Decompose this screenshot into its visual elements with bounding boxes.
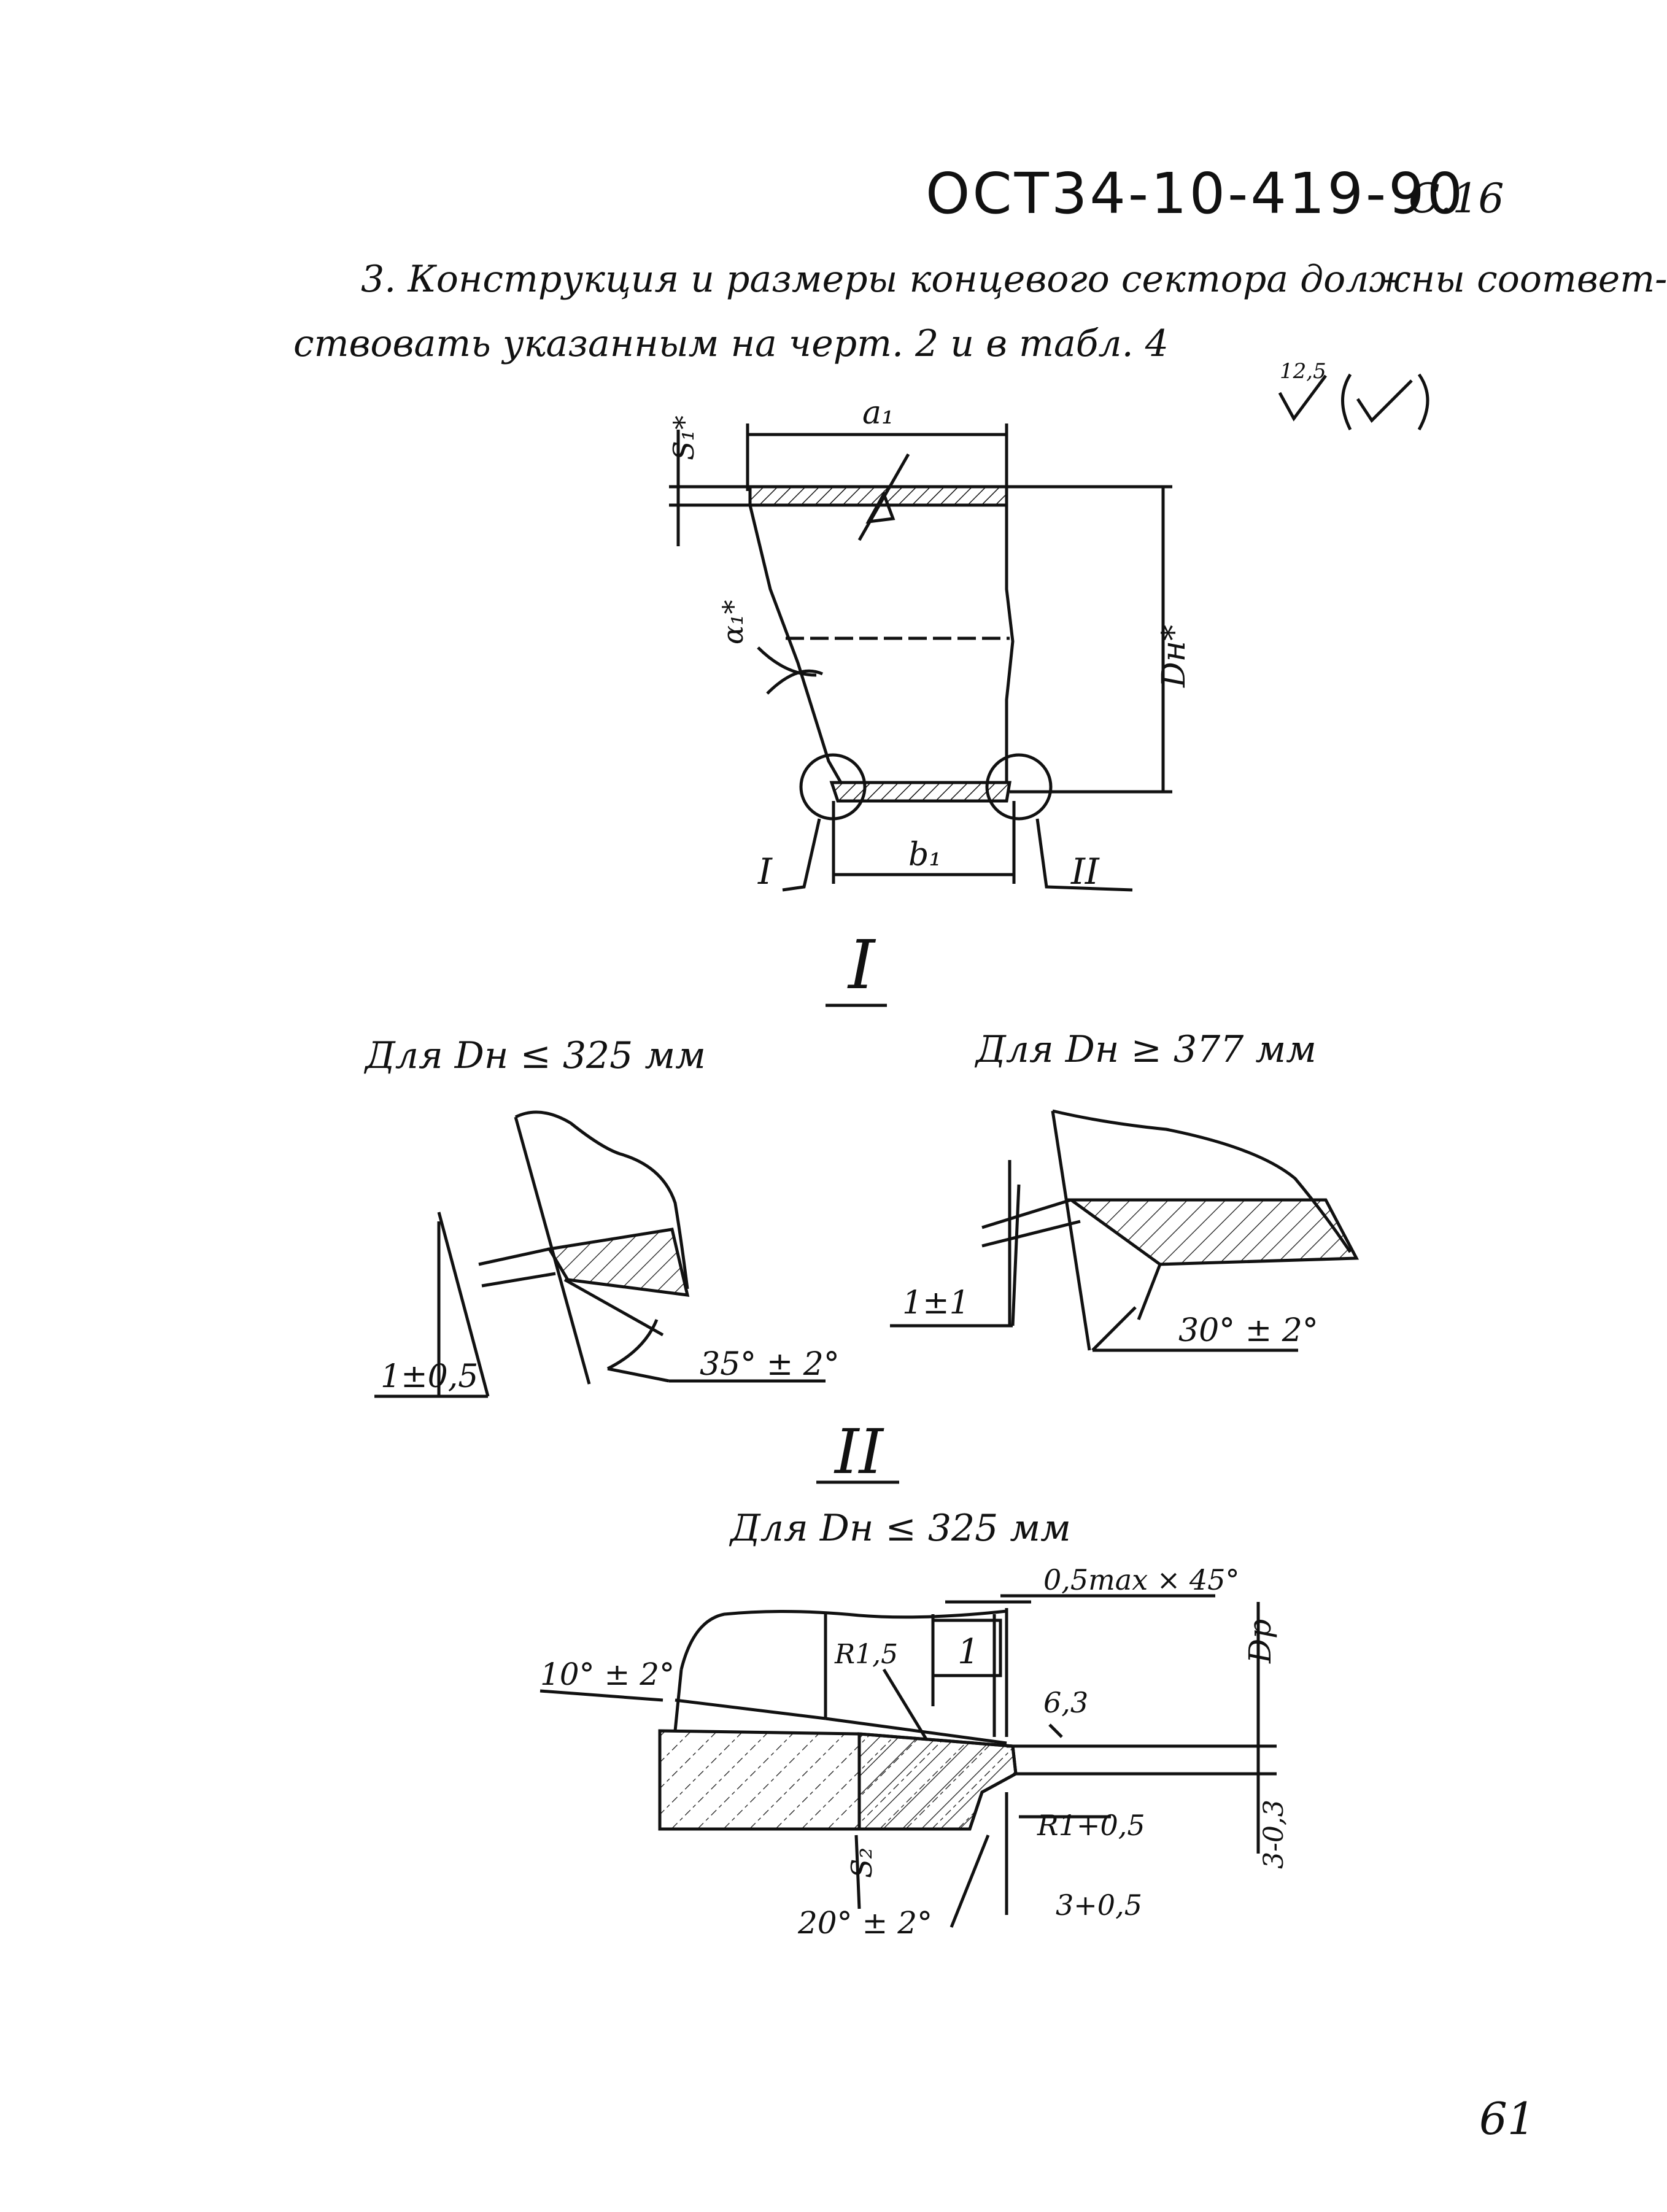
detail-i-right-caption: Для Dн ≥ 377 мм — [974, 1028, 1317, 1071]
label-s1: S₁* — [667, 416, 700, 460]
detail-ii-angle-top: 10° ± 2° — [540, 1657, 675, 1692]
document-page: ОСТ34-10-419-90 С.16 3. Конструкция и ра… — [293, 161, 1667, 2144]
detail-i-left-dim: 1±0,5 — [381, 1358, 478, 1395]
detail-ii-r15: R1,5 — [834, 1639, 898, 1670]
detail-i-left-drawing — [374, 1110, 826, 1398]
detail-ii-dim-3-03: 3-0,3 — [1258, 1800, 1290, 1869]
detail-ii-drawing — [540, 1594, 1277, 1928]
page-number: 61 — [1479, 2093, 1536, 2144]
label-alpha: α₁* — [716, 600, 749, 644]
detail-ii-s2: S₂ — [845, 1847, 878, 1878]
detail-ii-caption: Для Dн ≤ 325 мм — [729, 1507, 1071, 1550]
detail-ii-r1: R1+0,5 — [1037, 1809, 1145, 1842]
roughness-value: 12,5 — [1280, 359, 1326, 384]
detail-ii-dp: Dр — [1242, 1619, 1278, 1664]
detail-ii-heading: II — [834, 1416, 885, 1488]
detail-ii-angle-bottom: 20° ± 2° — [797, 1905, 932, 1941]
view-label-i: I — [757, 851, 773, 892]
detail-i-right-angle: 30° ± 2° — [1178, 1312, 1318, 1349]
clause-line-1: 3. Конструкция и размеры концевого секто… — [361, 258, 1667, 301]
detail-i-right-drawing — [890, 1109, 1360, 1352]
standard-code: ОСТ34-10-419-90 — [926, 161, 1466, 226]
label-dh: Dн* — [1156, 625, 1193, 688]
page-ref: С.16 — [1409, 175, 1504, 222]
label-b1: b₁ — [908, 837, 942, 873]
clause-line-2: ствовать указанным на черт. 2 и в табл. … — [293, 322, 1169, 365]
detail-i-left-caption: Для Dн ≤ 325 мм — [363, 1034, 706, 1077]
roughness-symbol — [1278, 373, 1429, 431]
view-label-ii: II — [1070, 851, 1100, 892]
technical-drawing: S₁* a₁ Dн* α₁* b₁ I II I Для Dн ≤ 325 мм… — [363, 373, 1429, 1941]
label-a1: a₁ — [862, 395, 894, 431]
detail-ii-dim-3-05: 3+0,5 — [1056, 1889, 1142, 1922]
detail-ii-rough-63: 6,3 — [1043, 1686, 1088, 1719]
detail-i-left-angle: 35° ± 2° — [700, 1346, 840, 1383]
detail-ii-box-1: 1 — [957, 1632, 980, 1672]
detail-i-heading: I — [847, 926, 876, 1004]
detail-i-right-dim: 1±1 — [902, 1285, 970, 1321]
main-sector-drawing — [669, 423, 1172, 892]
detail-ii-chamfer: 0,5max × 45° — [1043, 1563, 1239, 1596]
